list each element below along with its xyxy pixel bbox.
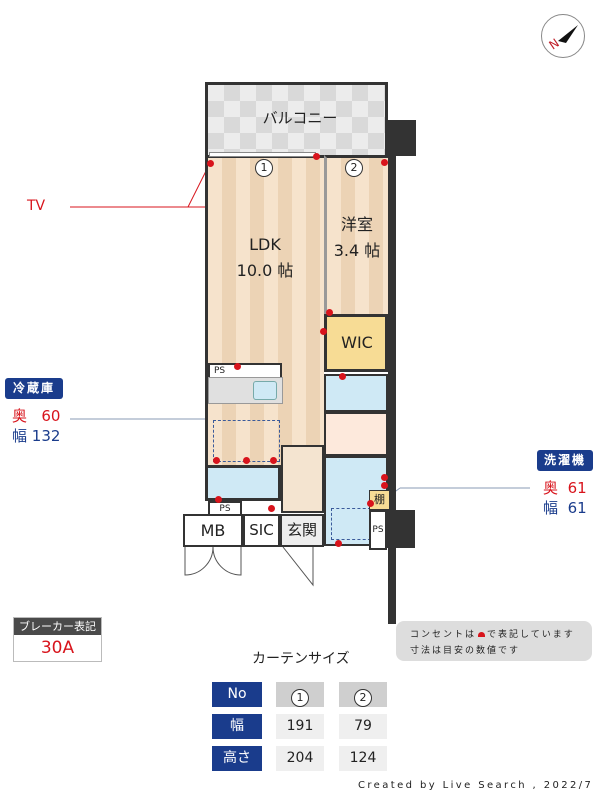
outlet-icon (339, 373, 346, 380)
sic-room: SIC (243, 514, 280, 547)
curtain-header-width: 幅 (212, 714, 262, 739)
bathtub (324, 374, 388, 412)
entrance-room: 玄関 (280, 514, 324, 547)
curtain-no-1: 1 (276, 682, 324, 707)
outlet-icon (326, 309, 333, 316)
curtain-height-2: 124 (339, 746, 387, 771)
breaker-title: ブレーカー表記 (14, 618, 101, 635)
tv-label: TV (27, 198, 46, 214)
window-marker-2: 2 (345, 159, 363, 177)
outlet-icon (381, 482, 388, 489)
curtain-width-1: 191 (276, 714, 324, 739)
fridge-tag: 冷蔵庫 (5, 378, 63, 399)
fridge-space (213, 420, 280, 462)
fridge-dimensions: 奥 60 幅 132 (12, 407, 61, 445)
outlet-icon (478, 632, 486, 637)
washer-tag: 洗濯機 (537, 450, 593, 471)
outlet-icon (213, 457, 220, 464)
window-marker-1: 1 (255, 159, 273, 177)
balcony-label: バルコニー (262, 109, 338, 127)
curtain-title: カーテンサイズ (252, 651, 350, 667)
floorplan: バルコニー LDK 10.0 帖 1 洋室 3.4 帖 2 WIC PS 棚 P… (183, 82, 417, 624)
outlet-icon (215, 496, 222, 503)
western-room (324, 155, 388, 315)
entry-doors (184, 546, 314, 587)
breaker-value: 30A (40, 638, 75, 658)
washer-dimensions: 奥 61 幅 61 (543, 479, 587, 517)
outlet-icon (234, 363, 241, 370)
outlet-icon (320, 328, 327, 335)
breaker-box: ブレーカー表記 30A (13, 617, 102, 662)
outlet-icon (381, 159, 388, 166)
outlet-icon (268, 505, 275, 512)
toilet-room (205, 465, 281, 501)
mb-box: MB (183, 514, 243, 547)
curtain-header-height: 高さ (212, 746, 262, 771)
curtain-width-2: 79 (339, 714, 387, 739)
ldk-label: LDK 10.0 帖 (236, 235, 294, 280)
outlet-icon (243, 457, 250, 464)
outlet-icon (335, 540, 342, 547)
curtain-height-1: 204 (276, 746, 324, 771)
outlet-icon (270, 457, 277, 464)
notes-box: コンセントはで表記しています 寸法は目安の数値です (396, 621, 592, 661)
wic-room (324, 314, 388, 372)
outlet-icon (381, 474, 388, 481)
curtain-header-no: No (212, 682, 262, 707)
ldk-room (205, 155, 324, 465)
kitchen-counter (208, 377, 283, 404)
hallway (281, 445, 324, 513)
outlet-icon (207, 160, 214, 167)
balcony (205, 82, 388, 155)
footer-credit: Created by Live Search , 2022/7 (358, 780, 594, 791)
outlet-icon (367, 500, 374, 507)
outlet-icon (313, 153, 320, 160)
north-compass-icon: N (541, 14, 585, 58)
western-room-label: 洋室 3.4 帖 (333, 215, 381, 260)
curtain-no-2: 2 (339, 682, 387, 707)
washroom (324, 412, 388, 456)
washer-space (331, 508, 371, 540)
wic-label: WIC (341, 333, 373, 352)
